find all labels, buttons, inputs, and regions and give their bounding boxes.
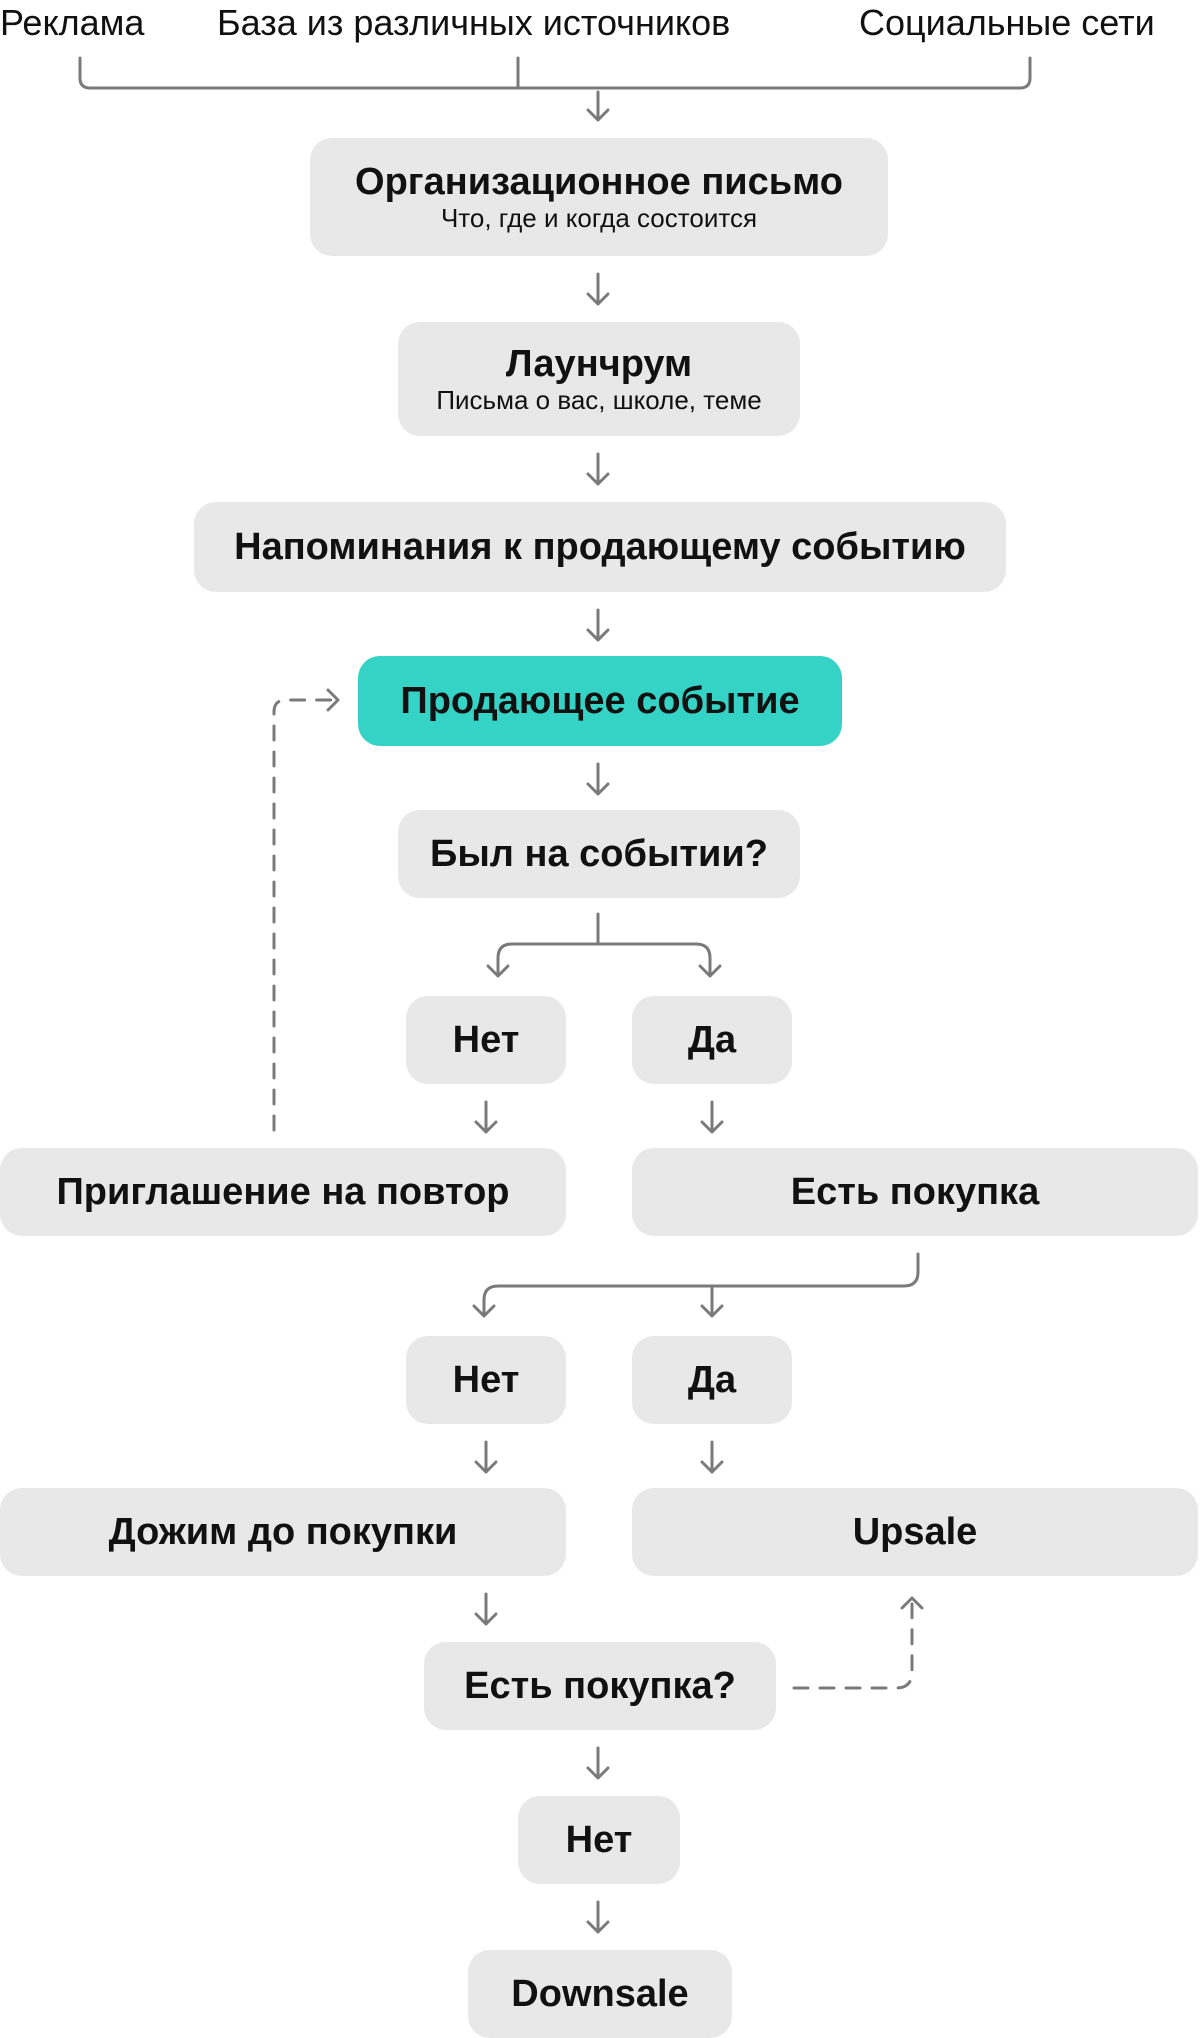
node-has-purchase-question: Есть покупка?	[424, 1642, 776, 1730]
node-final-no: Нет	[518, 1796, 680, 1884]
node-selling-event-title: Продающее событие	[400, 680, 800, 722]
node-purchase-yes: Да	[632, 1336, 792, 1424]
node-purchase-no: Нет	[406, 1336, 566, 1424]
node-attended-question-title: Был на событии?	[430, 833, 768, 875]
branch-purchase	[472, 1252, 920, 1318]
node-downsale: Downsale	[468, 1950, 732, 2038]
source-databases: База из различных источников	[217, 2, 731, 43]
source-ads: Реклама	[0, 2, 145, 43]
arrow-no-to-repeat	[474, 1100, 498, 1134]
node-attended-yes: Да	[632, 996, 792, 1084]
node-repeat-invite: Приглашение на повтор	[0, 1148, 566, 1236]
node-push-to-buy-title: Дожим до покупки	[108, 1511, 458, 1553]
node-push-to-buy: Дожим до покупки	[0, 1488, 566, 1576]
arrow-no-to-downsale	[586, 1900, 610, 1934]
node-org-letter-title: Организационное письмо	[355, 161, 843, 203]
node-attended-no: Нет	[406, 996, 566, 1084]
arrow-no-to-push	[474, 1440, 498, 1474]
node-repeat-invite-title: Приглашение на повтор	[56, 1171, 510, 1213]
node-upsale: Upsale	[632, 1488, 1198, 1576]
node-attended-no-title: Нет	[452, 1019, 520, 1061]
dashed-repeat-to-event	[272, 698, 338, 1132]
node-reminders-title: Напоминания к продающему событию	[234, 526, 966, 568]
arrow-yes-to-purchase	[700, 1100, 724, 1134]
node-has-purchase: Есть покупка	[632, 1148, 1198, 1236]
arrow-check-to-no	[586, 1746, 610, 1780]
node-purchase-yes-title: Да	[687, 1359, 737, 1401]
arrow-event-to-attended	[586, 762, 610, 796]
node-final-no-title: Нет	[565, 1819, 633, 1861]
node-downsale-title: Downsale	[511, 1973, 689, 2015]
node-org-letter-subtitle: Что, где и когда состоится	[440, 203, 758, 233]
arrow-push-to-check	[474, 1592, 498, 1626]
dashed-arrowhead-event	[326, 688, 340, 712]
arrow-org-to-launch	[586, 272, 610, 306]
node-purchase-no-title: Нет	[452, 1359, 520, 1401]
arrow-sources-to-org	[586, 90, 610, 122]
node-launchroom-subtitle: Письма о вас, школе, теме	[436, 385, 762, 415]
arrow-launch-to-reminders	[586, 452, 610, 486]
sources-bracket	[78, 56, 1032, 90]
node-selling-event: Продающее событие	[358, 656, 842, 746]
arrow-yes-to-upsale	[700, 1440, 724, 1474]
node-launchroom-title: Лаунчрум	[505, 343, 693, 385]
dashed-arrowhead-upsale	[900, 1596, 924, 1610]
node-launchroom: Лаунчрум Письма о вас, школе, теме	[398, 322, 800, 436]
node-reminders: Напоминания к продающему событию	[194, 502, 1006, 592]
node-has-purchase-title: Есть покупка	[790, 1171, 1040, 1213]
arrow-reminders-to-event	[586, 608, 610, 642]
node-has-purchase-question-title: Есть покупка?	[464, 1665, 736, 1707]
source-social: Социальные сети	[859, 2, 1155, 43]
node-upsale-title: Upsale	[852, 1511, 978, 1553]
node-attended-question: Был на событии?	[398, 810, 800, 898]
dashed-check-to-upsale	[792, 1602, 914, 1690]
branch-attended	[486, 912, 722, 978]
node-org-letter: Организационное письмо Что, где и когда …	[310, 138, 888, 256]
node-attended-yes-title: Да	[687, 1019, 737, 1061]
